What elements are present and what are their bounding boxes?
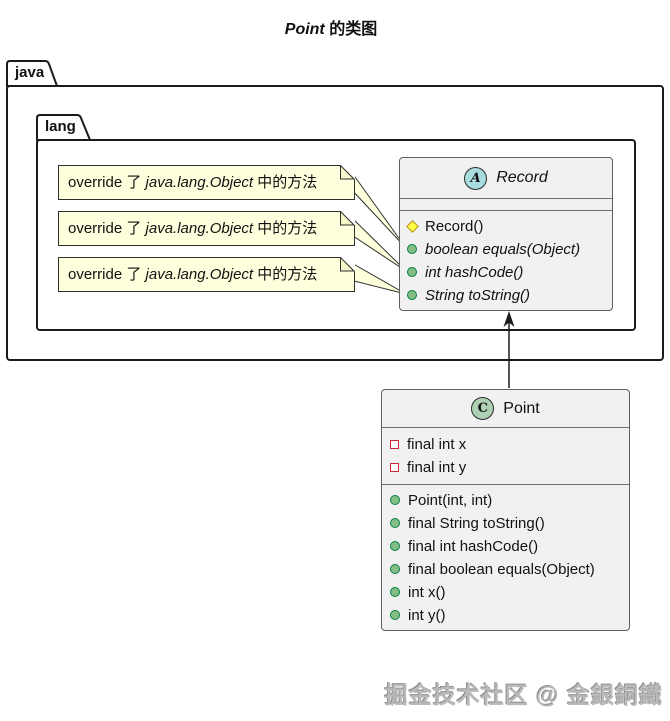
- note-text: override 了: [68, 266, 146, 283]
- note-override-equals: override 了 java.lang.Object 中的方法: [58, 165, 355, 200]
- note-text-code: java.lang.Object: [145, 174, 254, 191]
- note-text: override 了: [68, 174, 146, 191]
- public-method-icon: [390, 564, 400, 574]
- private-field-icon: [390, 463, 399, 472]
- private-field-icon: [390, 440, 399, 449]
- method-row: String toString(): [407, 284, 612, 307]
- public-method-icon: [390, 495, 400, 505]
- point-fields-compartment: final int x final int y: [382, 428, 629, 485]
- field-row: final int x: [390, 433, 629, 456]
- field-row: final int y: [390, 456, 629, 479]
- method-label: final boolean equals(Object): [408, 560, 595, 578]
- method-label: int x(): [408, 583, 446, 601]
- class-icon: C: [471, 397, 495, 420]
- package-private-method-icon: [406, 219, 419, 233]
- public-method-icon: [390, 587, 400, 597]
- field-label: final int x: [407, 436, 467, 453]
- class-name: Record: [496, 169, 548, 186]
- public-method-icon: [407, 244, 417, 254]
- method-row: Record(): [406, 215, 612, 238]
- method-row: int hashCode(): [407, 261, 612, 284]
- title-suffix: 的类图: [324, 21, 378, 38]
- public-method-icon: [407, 267, 417, 277]
- title-class-name: Point: [284, 21, 325, 38]
- method-label: final String toString(): [408, 514, 545, 532]
- method-label: Record(): [425, 217, 484, 235]
- note-text: 中的方法: [253, 220, 318, 237]
- note-fold-icon: [340, 211, 355, 226]
- class-name: Point: [503, 399, 540, 417]
- method-label: int hashCode(): [425, 263, 524, 281]
- watermark: 掘金技术社区 @ 金銀銅鐵: [384, 682, 663, 708]
- point-class-header: C Point: [382, 390, 629, 428]
- note-fold-icon: [340, 257, 355, 272]
- point-class-box: C Point final int x final int y Point(in…: [381, 389, 630, 631]
- note-text-code: java.lang.Object: [145, 266, 254, 283]
- public-method-icon: [390, 541, 400, 551]
- record-class-box: A Record Record() boolean equals(Object)…: [399, 157, 613, 311]
- note-override-tostring: override 了 java.lang.Object 中的方法: [58, 257, 355, 292]
- note-text: override 了: [68, 220, 146, 237]
- method-label: boolean equals(Object): [425, 240, 581, 258]
- method-label: final int hashCode(): [408, 537, 539, 555]
- record-class-header: A Record: [400, 158, 612, 199]
- method-row: final String toString(): [390, 512, 629, 535]
- method-row: int y(): [390, 604, 629, 627]
- note-override-hashcode: override 了 java.lang.Object 中的方法: [58, 211, 355, 246]
- method-label: String toString(): [425, 286, 531, 304]
- abstract-class-icon: A: [464, 166, 488, 190]
- record-methods-compartment: Record() boolean equals(Object) int hash…: [400, 211, 612, 310]
- lang-package-tab: [36, 114, 92, 141]
- record-fields-compartment: [400, 199, 612, 211]
- public-method-icon: [390, 518, 400, 528]
- method-row: boolean equals(Object): [407, 238, 612, 261]
- field-label: final int y: [407, 459, 467, 476]
- method-row: final int hashCode(): [390, 535, 629, 558]
- point-methods-compartment: Point(int, int) final String toString() …: [382, 485, 629, 630]
- arrowhead-up-icon: [503, 311, 515, 327]
- method-row: final boolean equals(Object): [390, 558, 629, 581]
- note-fold-icon: [340, 165, 355, 180]
- method-label: Point(int, int): [408, 491, 493, 509]
- lang-package-label: lang: [45, 118, 76, 135]
- java-package-tab: [6, 60, 59, 87]
- method-label: int y(): [408, 606, 446, 624]
- public-method-icon: [407, 290, 417, 300]
- diagram-title: Point 的类图: [0, 15, 662, 39]
- note-text: 中的方法: [253, 266, 318, 283]
- note-text-code: java.lang.Object: [145, 220, 254, 237]
- public-method-icon: [390, 610, 400, 620]
- java-package-label: java: [15, 64, 45, 81]
- method-row: Point(int, int): [390, 489, 629, 512]
- method-row: int x(): [390, 581, 629, 604]
- note-text: 中的方法: [253, 174, 318, 191]
